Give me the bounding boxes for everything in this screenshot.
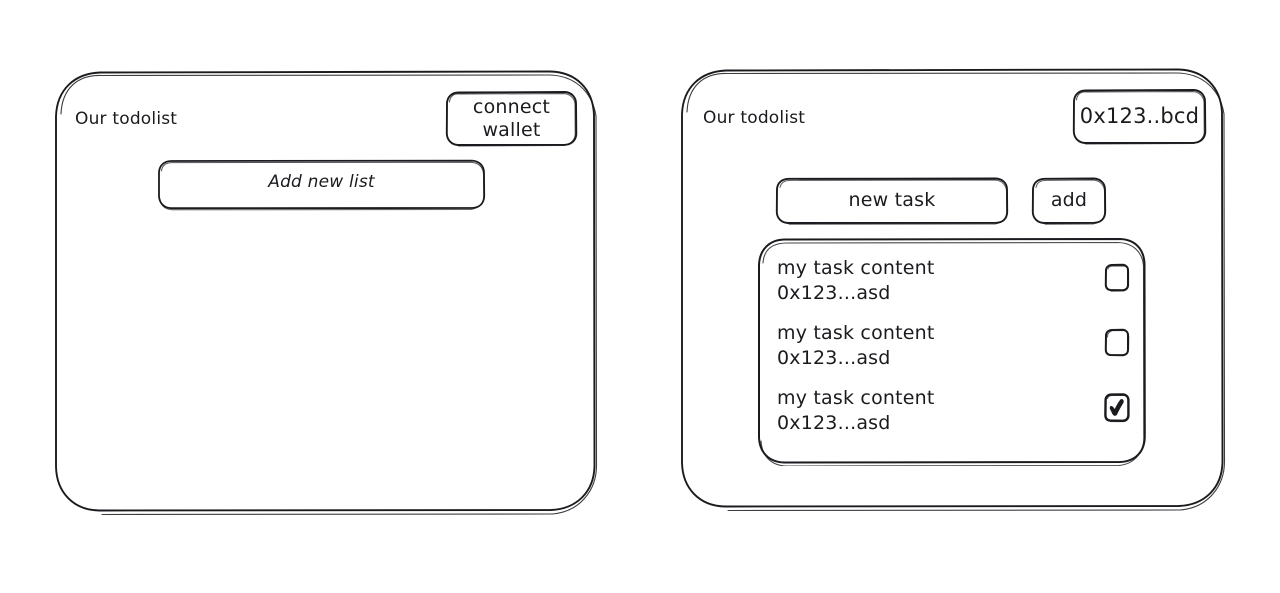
- connect-wallet-button-label: connect wallet: [472, 96, 551, 141]
- new-task-input-value: new task: [848, 189, 936, 211]
- checkbox-checked-glyph: [1104, 393, 1130, 423]
- task-owner-address: 0x123...asd: [777, 412, 891, 435]
- wallet-disconnected-screen: Our todolist connect wallet Add new list: [52, 68, 598, 516]
- checkbox-empty-icon[interactable]: [1103, 328, 1130, 357]
- wallet-address-label: 0x123..bcd: [1079, 104, 1200, 128]
- checkbox-checked-icon[interactable]: [1103, 393, 1130, 423]
- add-new-list-button[interactable]: Add new list: [156, 158, 487, 211]
- add-new-list-button-label: Add new list: [268, 172, 375, 192]
- task-text: my task content 0x123...asd: [777, 320, 935, 370]
- wallet-connected-screen: Our todolist 0x123..bcd new task a: [678, 66, 1226, 512]
- task-content: my task content: [777, 322, 935, 344]
- task-row[interactable]: my task content 0x123...asd: [777, 255, 1132, 320]
- task-owner-address: 0x123...asd: [777, 347, 891, 370]
- task-rows: my task content 0x123...asd my task cont…: [777, 255, 1132, 448]
- add-task-button-label: add: [1050, 189, 1088, 211]
- task-content: my task content: [777, 387, 935, 409]
- new-task-input[interactable]: new task: [774, 176, 1010, 225]
- task-list-frame: [758, 238, 1146, 467]
- wallet-address-badge[interactable]: 0x123..bcd: [1071, 88, 1208, 145]
- checkbox-empty-glyph: [1104, 263, 1130, 292]
- task-row[interactable]: my task content 0x123...asd: [777, 320, 1132, 385]
- add-task-button[interactable]: add: [1030, 176, 1108, 225]
- task-row[interactable]: my task content 0x123...asd: [777, 385, 1132, 450]
- checkbox-empty-glyph: [1104, 328, 1130, 357]
- task-owner-address: 0x123...asd: [777, 282, 891, 305]
- checkbox-empty-icon[interactable]: [1103, 263, 1130, 292]
- task-text: my task content 0x123...asd: [777, 255, 935, 305]
- task-content: my task content: [777, 257, 935, 279]
- task-list: my task content 0x123...asd my task cont…: [755, 235, 1148, 467]
- task-text: my task content 0x123...asd: [777, 385, 935, 435]
